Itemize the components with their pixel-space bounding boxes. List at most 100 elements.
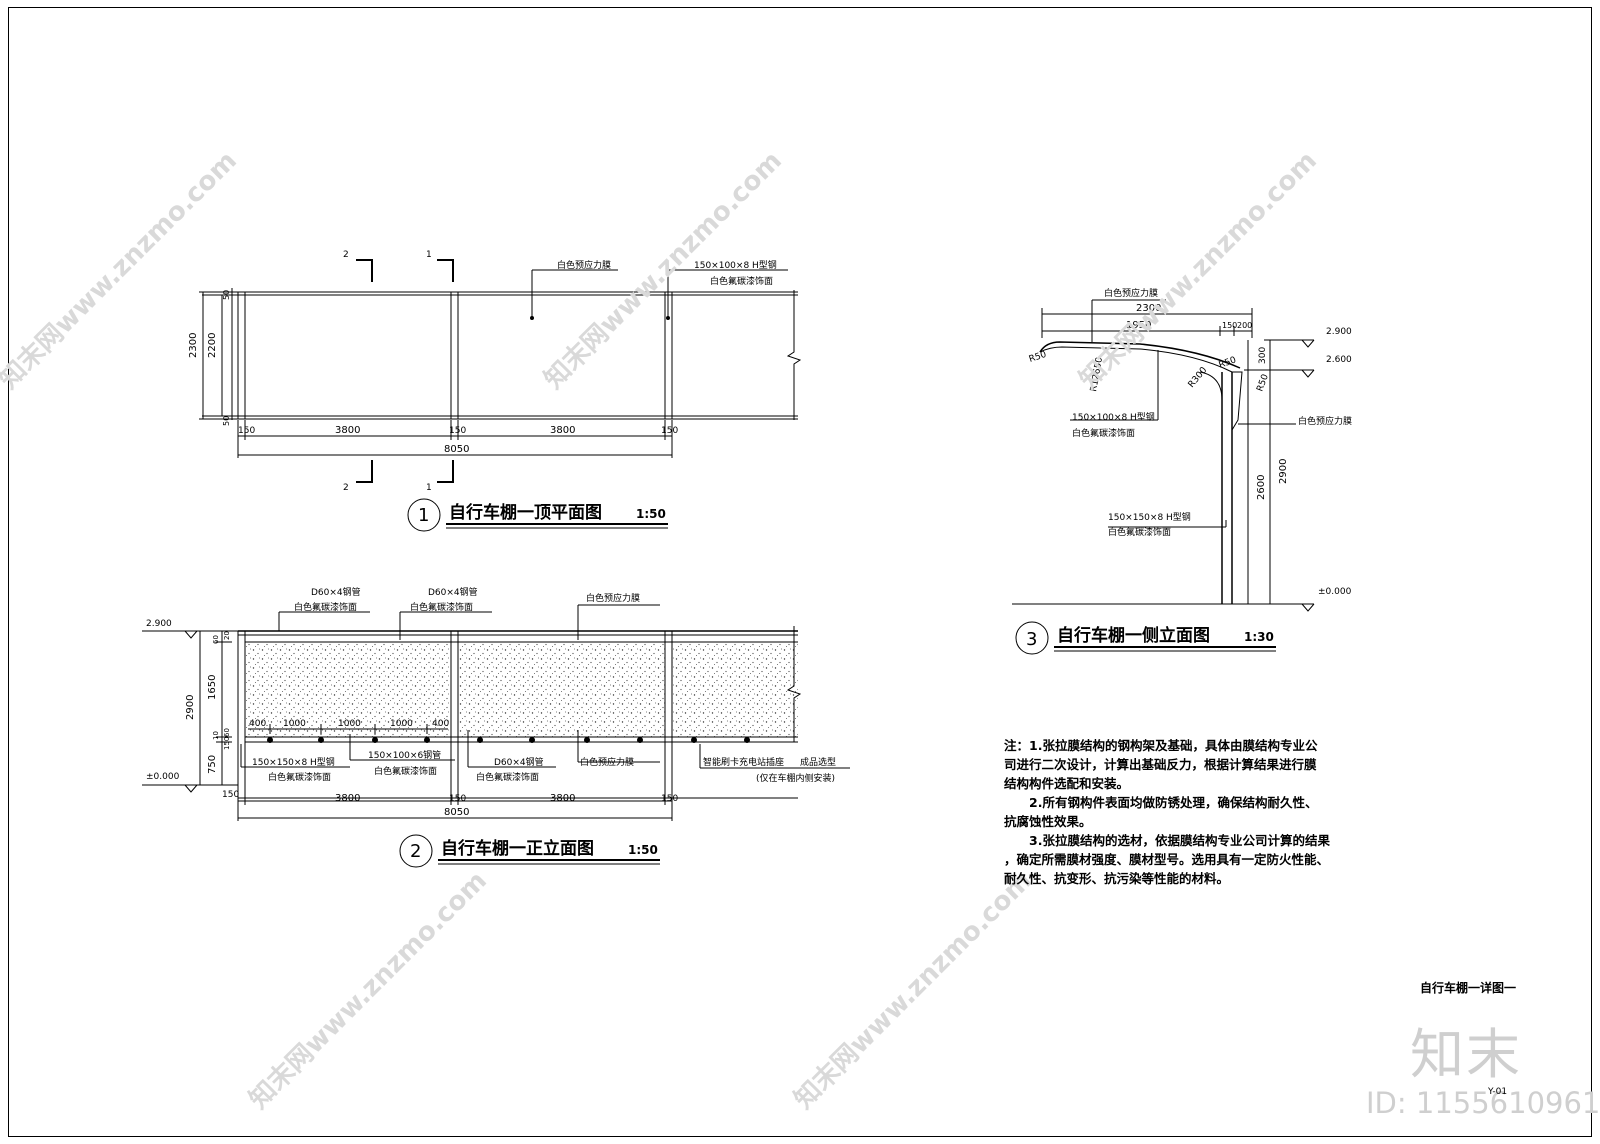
v3-col-label: 150×150×8 H型钢 [1108, 511, 1191, 523]
v1-section-1-bottom: 1 [426, 483, 432, 493]
v2-dim-2900: 2900 [185, 695, 196, 720]
drawing-frame [8, 7, 1592, 1137]
v2-dim-3800a: 3800 [335, 793, 360, 804]
v2-pipe-label-3: D60×4钢管 [494, 756, 544, 768]
view1-labels: 2300 2200 50 50 150 3800 150 3800 150 80… [188, 250, 777, 526]
v1-dim-2200: 2200 [207, 333, 218, 358]
v2-dim-400a: 400 [249, 719, 266, 729]
v3-dim-1950: 1950 [1126, 320, 1151, 331]
v1-section-2-bottom: 2 [343, 483, 349, 493]
v2-dim-1650: 1650 [207, 675, 218, 700]
v2-station-label: 智能刷卡充电站插座 [703, 756, 784, 768]
v2-membrane-label-1: 白色预应力膜 [586, 592, 640, 604]
v2-dim-1000c: 1000 [390, 719, 413, 729]
note-line: 抗腐蚀性效果。 [1004, 814, 1092, 829]
v2-dim-3800b: 3800 [550, 793, 575, 804]
v2-finish-label-4: 白色氟碳漆饰面 [374, 765, 437, 777]
note-line: 耐久性、抗变形、抗污染等性能的材料。 [1004, 871, 1230, 886]
v2-tube-label: 150×100×6钢管 [368, 749, 441, 761]
v3-dim-300: 300 [1258, 347, 1268, 364]
v2-dim-400b: 400 [432, 719, 449, 729]
v3-membrane-side: 白色预应力膜 [1298, 415, 1352, 427]
v2-dim-150v: 150 [223, 737, 231, 750]
v3-dim-200: 200 [1237, 321, 1252, 330]
v2-dim-20: 20 [223, 631, 231, 640]
v2-number: 2 [410, 841, 421, 862]
v1-dim-3800a: 3800 [335, 425, 360, 436]
v2-station-note: 成品选型 [800, 756, 836, 768]
v1-section-2-top: 2 [343, 250, 349, 260]
v3-dim-150: 150 [1222, 321, 1237, 330]
v1-dim-50a: 50 [222, 290, 231, 300]
v1-dim-150a: 150 [238, 426, 255, 436]
v3-level-2900: 2.900 [1326, 327, 1352, 337]
v2-dim-150b: 150 [449, 794, 466, 804]
v2-dim-150a: 150 [222, 790, 239, 800]
view2-labels: 2.900 ±0.000 2900 1650 750 60 20 10 150 … [146, 586, 836, 862]
v1-dim-50b: 50 [222, 416, 231, 426]
v2-dim-1000b: 1000 [338, 719, 361, 729]
v3-level-2600: 2.600 [1326, 355, 1352, 365]
v3-finish-label-1: 白色氟碳漆饰面 [1072, 427, 1135, 439]
view3-side [1012, 299, 1315, 655]
v3-membrane-top: 白色预应力膜 [1104, 287, 1158, 299]
v3-finish-label-2: 白色氟碳漆饰面 [1108, 526, 1171, 538]
v3-dim-2900: 2900 [1278, 459, 1289, 484]
note-line: 司进行二次设计，计算出基础反力，根据计算结果进行膜 [1004, 757, 1317, 772]
v3-title: 自行车棚一侧立面图 [1057, 625, 1210, 646]
watermark-text: 知末网www.znzmo.com [1074, 146, 1323, 395]
v2-pipe-label-1: D60×4钢管 [311, 586, 361, 598]
v2-finish-label-1: 白色氟碳漆饰面 [294, 601, 357, 613]
sheet-title: 自行车棚一详图一 [1420, 981, 1517, 995]
v2-dim-10: 10 [212, 731, 220, 740]
watermark-text: 知末网www.znzmo.com [789, 866, 1038, 1115]
v1-number: 1 [418, 505, 429, 526]
v1-finish-label: 白色氟碳漆饰面 [710, 275, 773, 287]
v1-dim-150b: 150 [449, 426, 466, 436]
v2-title: 自行车棚一正立面图 [441, 838, 594, 859]
watermark-logo: 知末 [1410, 1023, 1522, 1086]
watermark-text: 知末网www.znzmo.com [244, 866, 493, 1115]
v2-dim-60b: 60 [223, 728, 231, 737]
v3-r50a: R50 [1028, 350, 1048, 365]
v1-beam-label: 150×100×8 H型钢 [694, 259, 777, 271]
note-line: ，确定所需膜材强度、膜材型号。选用具有一定防火性能、 [1004, 852, 1330, 867]
view2-elevation [142, 604, 850, 868]
v2-col-label: 150×150×8 H型钢 [252, 756, 335, 768]
v2-level-base: ±0.000 [146, 772, 180, 782]
v3-r300: R300 [1187, 365, 1210, 390]
v2-station-note2: (仅在车棚内侧安装) [756, 772, 835, 784]
v1-dim-150c: 150 [661, 426, 678, 436]
v1-scale: 1:50 [636, 507, 666, 521]
v3-r50b: R50 [1218, 355, 1238, 371]
note-line: 2.所有钢构件表面均做防锈处理，确保结构耐久性、 [1004, 795, 1318, 810]
note-line: 注：1.张拉膜结构的钢构架及基础，具体由膜结构专业公 [1004, 738, 1318, 753]
v1-membrane-label: 白色预应力膜 [557, 259, 611, 271]
page-number: Y-01 [1488, 1087, 1508, 1097]
note-line: 3.张拉膜结构的选材，依据膜结构专业公司计算的结果 [1004, 833, 1330, 848]
v3-dim-2600: 2600 [1256, 475, 1267, 500]
v1-dim-8050: 8050 [444, 444, 469, 455]
view1-plan [199, 259, 802, 532]
v1-dim-2300: 2300 [188, 333, 199, 358]
v1-section-1-top: 1 [426, 250, 432, 260]
v2-finish-label-3: 白色氟碳漆饰面 [268, 771, 331, 783]
v3-dim-2300: 2300 [1136, 303, 1161, 314]
v2-pipe-label-2: D60×4钢管 [428, 586, 478, 598]
v3-r50c: R50 [1255, 373, 1271, 393]
v3-level-0: ±0.000 [1318, 587, 1352, 597]
v2-dim-150c: 150 [661, 794, 678, 804]
v2-dim-1000a: 1000 [283, 719, 306, 729]
design-notes: 注：1.张拉膜结构的钢构架及基础，具体由膜结构专业公 司进行二次设计，计算出基础… [1004, 736, 1404, 888]
v3-number: 3 [1026, 629, 1037, 650]
v2-membrane-label-2: 白色预应力膜 [580, 756, 634, 768]
v1-title: 自行车棚一顶平面图 [449, 502, 602, 523]
v1-dim-3800b: 3800 [550, 425, 575, 436]
view3-labels: 白色预应力膜 2300 1950 150 200 R50 R12650 R50 … [1026, 287, 1352, 650]
v2-finish-label-2: 白色氟碳漆饰面 [410, 601, 473, 613]
v3-beam-label: 150×100×8 H型钢 [1072, 411, 1155, 423]
watermark-id: ID: 1155610961 [1366, 1086, 1600, 1120]
v2-dim-750: 750 [207, 755, 218, 774]
v3-scale: 1:30 [1244, 630, 1274, 644]
